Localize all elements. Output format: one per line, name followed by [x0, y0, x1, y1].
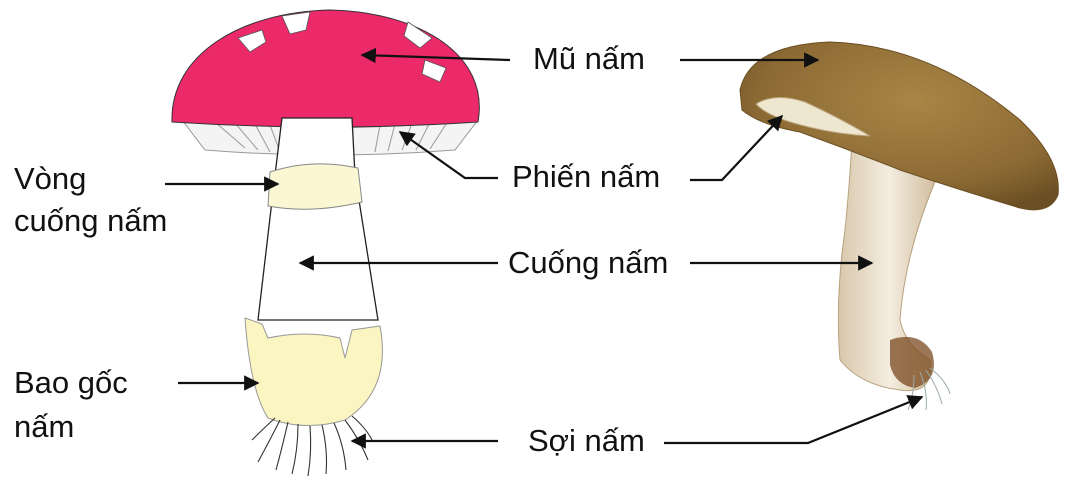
arrow-soi-right — [664, 397, 922, 443]
label-soi-nam: Sợi nấm — [528, 422, 645, 459]
arrow-phien-right — [690, 116, 782, 180]
ring-illustration — [268, 164, 362, 209]
label-vong-cuong-line1: Vòng — [14, 160, 86, 197]
label-vong-cuong-line2: cuống nấm — [14, 202, 167, 239]
photo-mushroom — [740, 42, 1058, 410]
illustrated-mushroom — [172, 10, 479, 476]
label-mu-nam: Mũ nấm — [533, 40, 645, 77]
label-bao-goc-line1: Bao gốc — [14, 364, 128, 401]
label-phien-nam: Phiến nấm — [512, 158, 660, 195]
label-bao-goc-line2: nấm — [14, 408, 74, 445]
label-cuong-nam: Cuống nấm — [508, 244, 668, 281]
volva-illustration — [245, 318, 382, 426]
